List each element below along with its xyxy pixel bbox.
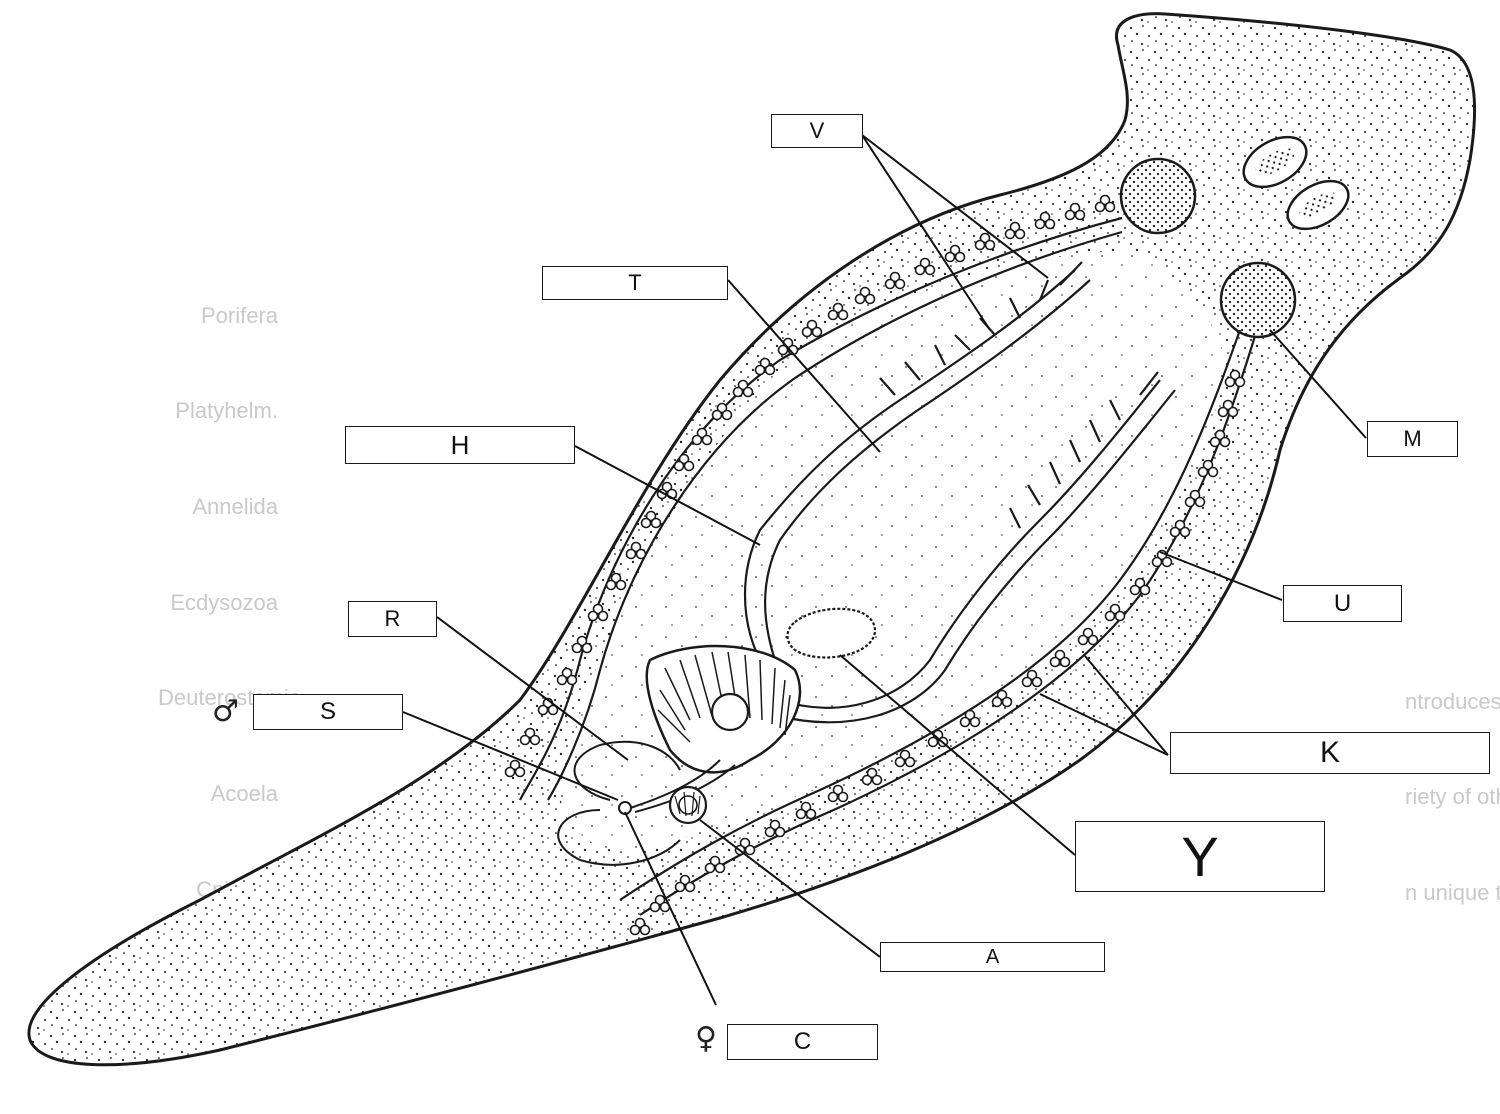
- ghost-text-left: Porifera Platyhelm. Annelida Ecdysozoa D…: [158, 236, 301, 969]
- ghost-line: Annelida: [192, 494, 278, 520]
- label-t: T: [542, 266, 728, 300]
- label-a-text: A: [985, 945, 1000, 968]
- label-y-text: Y: [1181, 825, 1219, 888]
- ghost-text-right: ntroduces its defenses riety of other me…: [1405, 622, 1500, 973]
- male-symbol-text: ♂: [212, 694, 239, 729]
- ghost-line: Porifera: [200, 302, 278, 328]
- ghost-line: n unique to deuterost: [1405, 880, 1500, 906]
- female-symbol-icon: ♀: [695, 1024, 717, 1054]
- label-m-text: M: [1403, 426, 1422, 451]
- label-y: Y: [1075, 821, 1325, 892]
- label-k: K: [1170, 732, 1490, 774]
- label-a: A: [880, 942, 1105, 972]
- label-m: M: [1367, 421, 1458, 457]
- ganglion-upper: [1119, 157, 1197, 235]
- label-v-text: V: [809, 118, 825, 143]
- label-t-text: T: [628, 270, 642, 295]
- vas-deferens-lower: [774, 371, 1176, 724]
- label-u: U: [1283, 585, 1402, 622]
- label-u-text: U: [1333, 589, 1352, 617]
- ghost-line: Ecdysozoa: [170, 589, 278, 615]
- leader-lines: [402, 134, 1367, 1006]
- oviduct-loop: [557, 740, 681, 866]
- ghost-line: ntroduces its defenses: [1405, 688, 1500, 714]
- penis-bulb: [645, 644, 802, 774]
- label-h: H: [345, 426, 575, 464]
- male-symbol-icon: ♂: [212, 697, 239, 727]
- ovary: [786, 607, 877, 659]
- female-symbol-text: ♀: [695, 1021, 717, 1056]
- label-h-text: H: [450, 429, 470, 460]
- ghost-line: riety of other metazoans: [1405, 784, 1500, 810]
- label-s-text: S: [319, 698, 336, 725]
- label-r-text: R: [384, 606, 401, 631]
- copulatory-bursa: [668, 785, 708, 825]
- label-c: C: [727, 1024, 878, 1060]
- ganglion-lower: [1219, 261, 1297, 339]
- label-r: R: [348, 601, 437, 637]
- label-c-text: C: [793, 1028, 812, 1055]
- label-k-text: K: [1319, 736, 1340, 769]
- ghost-line: Platyhelm.: [175, 398, 278, 424]
- ghost-line: Acoela: [210, 781, 278, 807]
- label-v: V: [771, 114, 863, 148]
- label-s: S: [253, 694, 403, 730]
